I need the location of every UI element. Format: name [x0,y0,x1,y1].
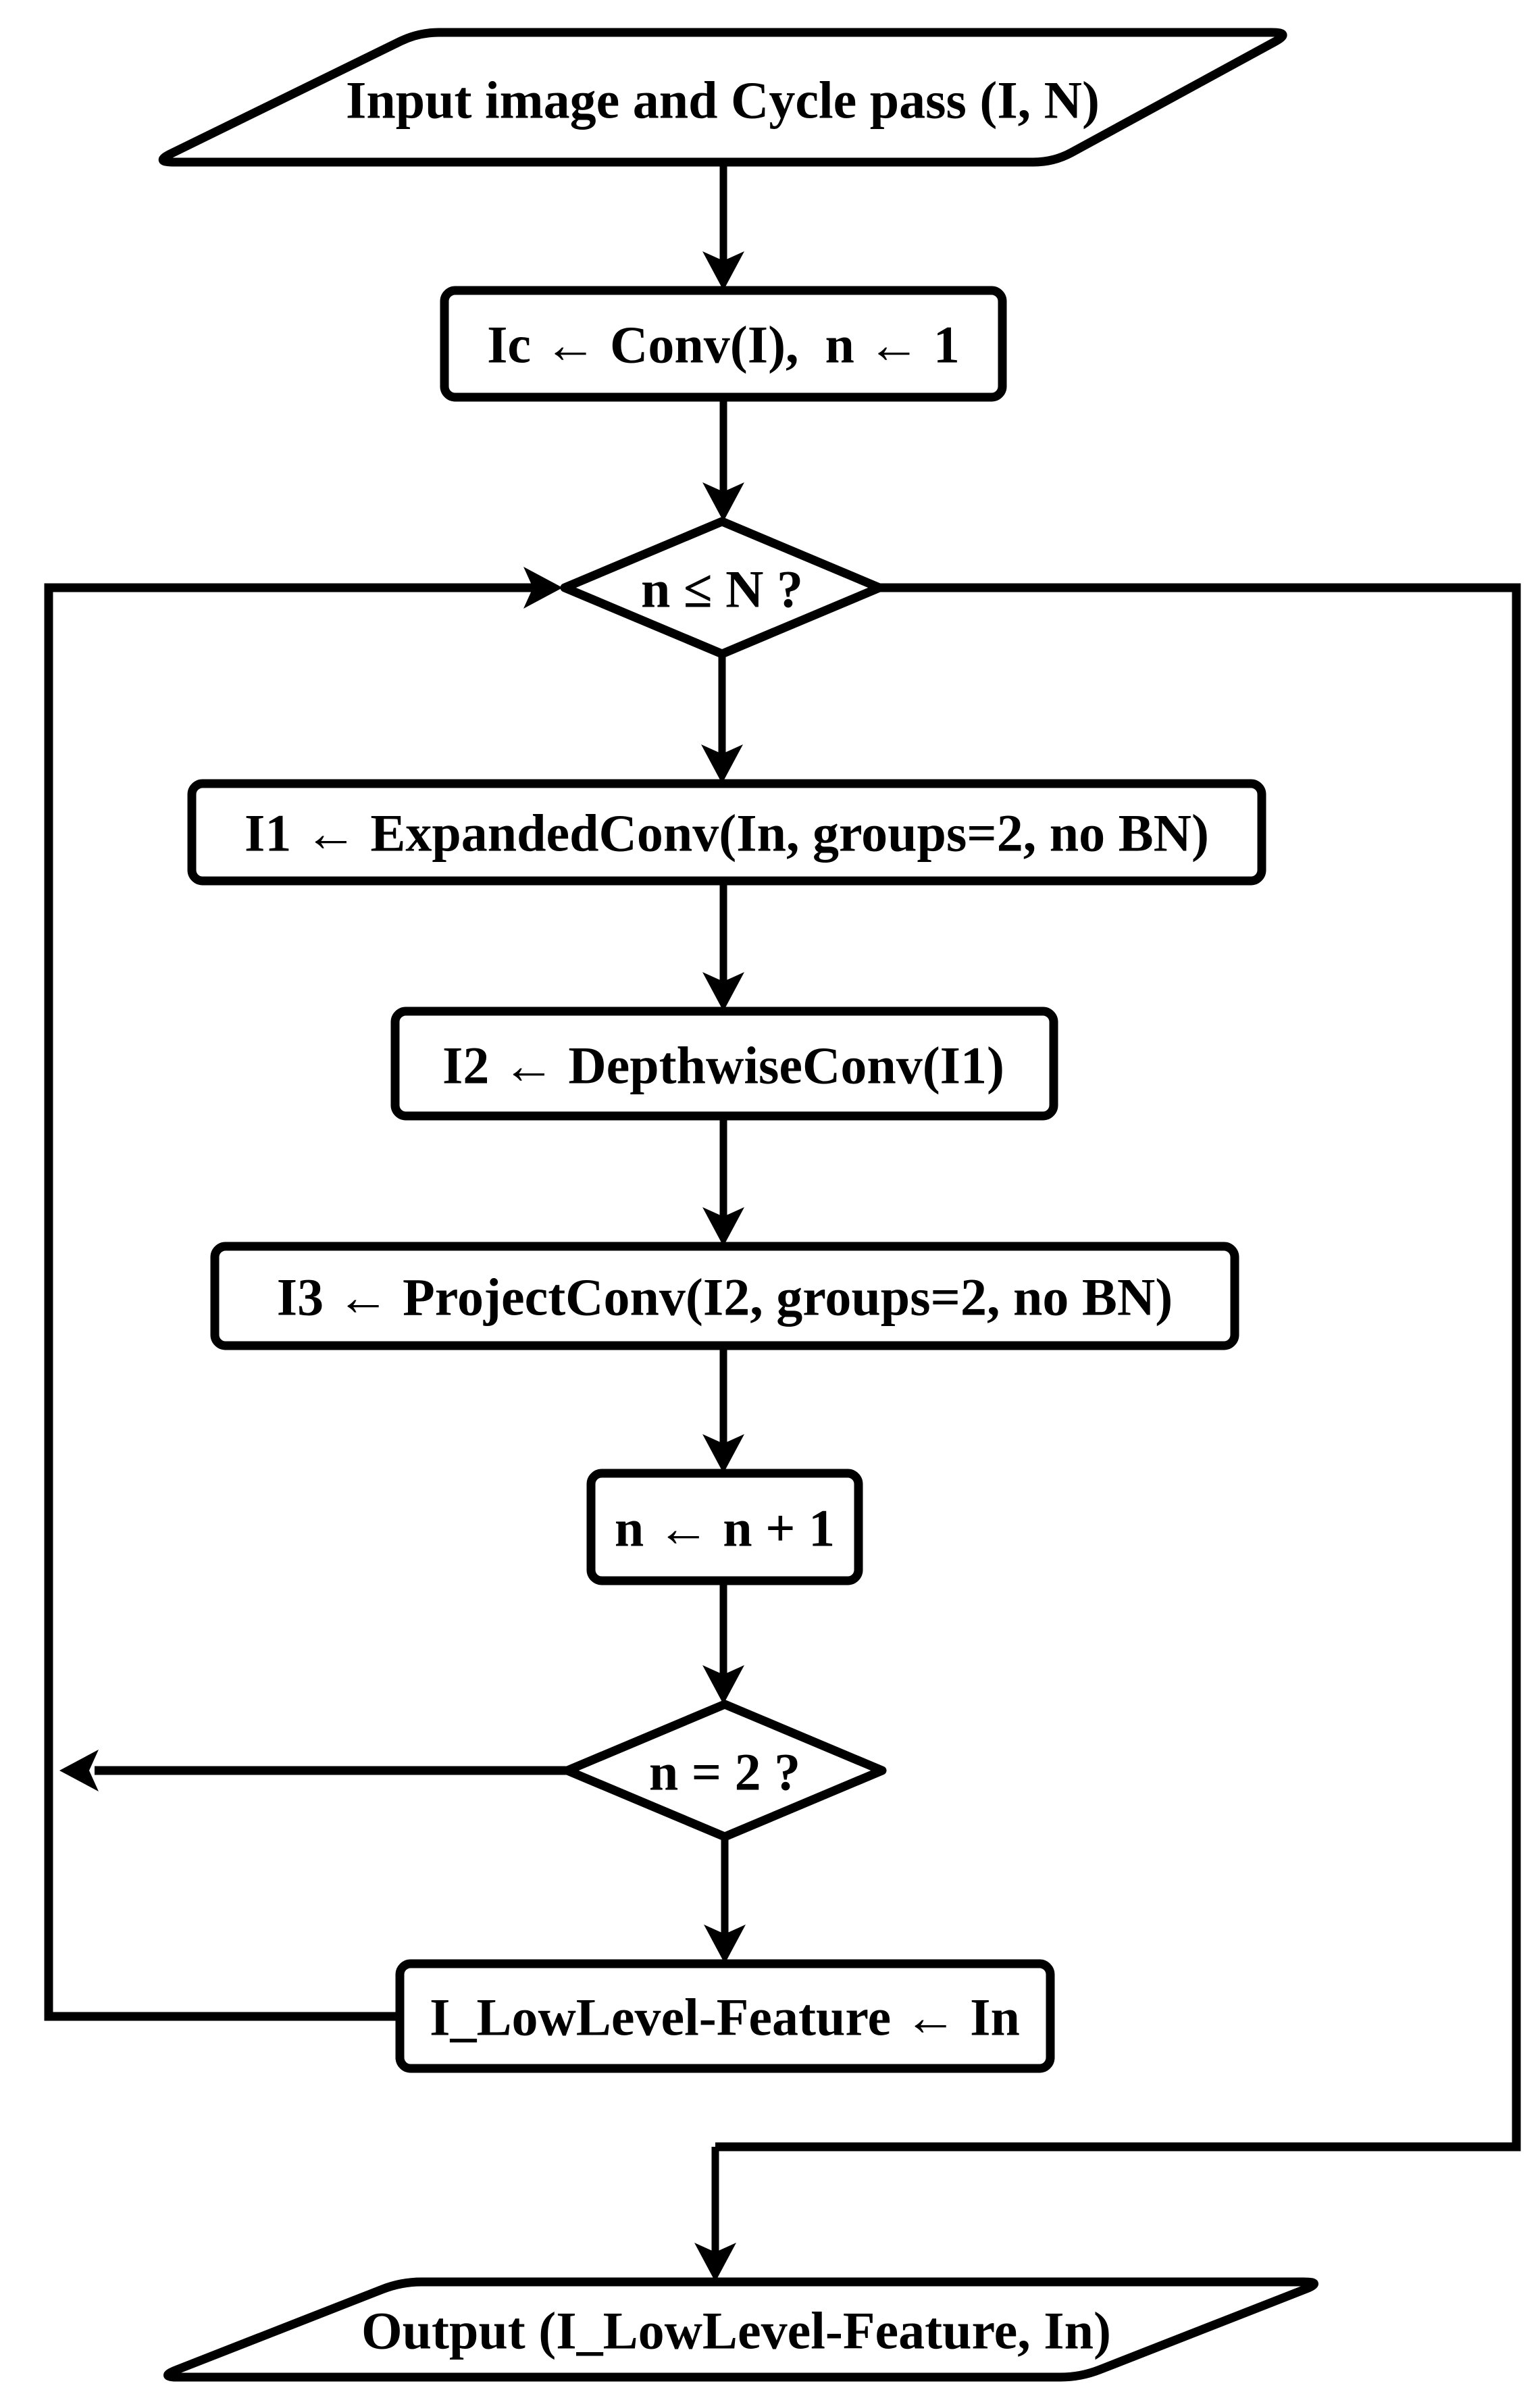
arrowhead-branch-no-left [59,1750,99,1791]
depthwise-conv-box-shape [390,1007,1058,1121]
arrowhead-init-to-loop-check [702,482,744,521]
project-conv-box-shape [210,1242,1239,1350]
node-increment: n ← n + 1 [586,1469,863,1585]
arrowhead-loop-check-to-expanded [701,744,743,784]
output-label: Output (I_LowLevel-Feature, In) [361,2301,1111,2360]
loop-check-diamond-shape [560,517,884,659]
arrowhead-depthwise-to-project [702,1207,744,1246]
arrowhead-expanded-to-depthwise [702,972,744,1011]
node-init: Ic ← Conv(I), n ← 1 [440,286,1007,402]
arrowhead-project-to-increment [702,1434,744,1473]
edge-assign-back-to-loop-check [44,583,534,2021]
assign-box-shape [395,1959,1055,2073]
input-parallelogram-shape [158,28,1287,167]
loop-check-label: n ≤ N ? [641,560,803,619]
node-output: Output (I_LowLevel-Feature, In) [163,2277,1318,2382]
node-expanded-conv: I1 ← ExpandedConv(In, groups=2, no BN) [187,779,1266,886]
assign-label: I_LowLevel-Feature ← In [430,1988,1020,2047]
arrowhead-input-to-init [702,251,744,290]
node-project-conv: I3 ← ProjectConv(I2, groups=2, no BN) [210,1242,1239,1350]
branch-check-diamond-shape [563,1700,887,1841]
arrowhead-into-output [694,2243,736,2282]
increment-label: n ← n + 1 [615,1499,835,1558]
arrowhead-into-loop-check-left [523,567,563,609]
node-branch-check: n = 2 ? [563,1700,887,1841]
node-input: Input image and Cycle pass (I, N) [158,28,1287,167]
arrowhead-branch-to-assign [704,1925,746,1964]
depthwise-conv-label: I2 ← DepthwiseConv(I1) [442,1036,1004,1095]
input-label: Input image and Cycle pass (I, N) [346,71,1100,130]
output-parallelogram-shape [163,2277,1318,2382]
arrowhead-increment-to-branch [702,1665,744,1704]
project-conv-label: I3 ← ProjectConv(I2, groups=2, no BN) [277,1268,1173,1327]
init-label: Ic ← Conv(I), n ← 1 [487,315,960,374]
node-assign: I_LowLevel-Feature ← In [395,1959,1055,2073]
increment-box-shape [586,1469,863,1585]
expanded-conv-label: I1 ← ExpandedConv(In, groups=2, no BN) [245,804,1209,863]
node-loop-check: n ≤ N ? [560,517,884,659]
init-box-shape [440,286,1007,402]
branch-check-label: n = 2 ? [649,1743,800,1802]
edge-no-branch-right-loop [715,583,1521,2152]
expanded-conv-box-shape [187,779,1266,886]
node-depthwise-conv: I2 ← DepthwiseConv(I1) [390,1007,1058,1121]
